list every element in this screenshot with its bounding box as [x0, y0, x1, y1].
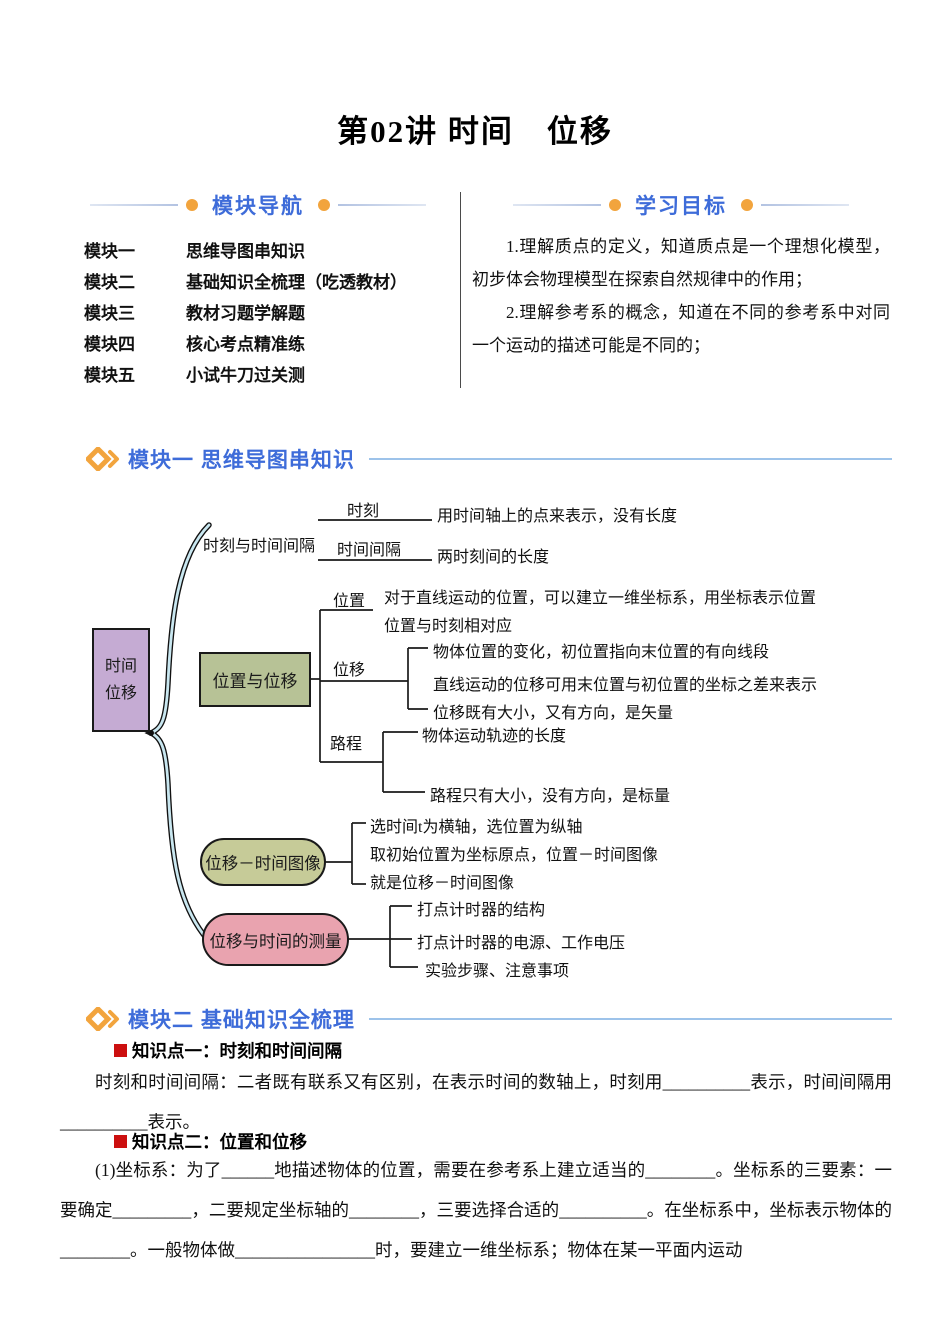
- branch1-sub2-desc: 两时刻间的长度: [437, 549, 550, 566]
- path-desc2: 路程只有大小，没有方向，是标量: [430, 788, 671, 805]
- kp-title-text: 知识点一：时刻和时间间隔: [132, 1041, 342, 1061]
- objectives-body: 1.理解质点的定义，知道质点是一个理想化模型，初步体会物理模型在探索自然规律中的…: [472, 230, 890, 362]
- panel-divider: [460, 192, 461, 388]
- knowledge-point-2-title: 知识点二：位置和位移: [114, 1129, 307, 1154]
- nav-item-title: 核心考点精准练: [186, 335, 305, 354]
- objective-1: 1.理解质点的定义，知道质点是一个理想化模型，初步体会物理模型在探索自然规律中的…: [472, 237, 890, 289]
- module-nav-title: 模块导航: [212, 195, 304, 218]
- nav-item-3: 模块三 教材习题学解题: [84, 298, 456, 329]
- knowledge-point-2-text: (1)坐标系：为了______地描述物体的位置，需要在参考系上建立适当的____…: [60, 1160, 892, 1260]
- section-header-module2: 模块二 基础知识全梳理: [86, 1004, 892, 1034]
- nav-item-title: 思维导图串知识: [186, 242, 305, 261]
- branch1-sub1-desc: 用时间轴上的点来表示，没有长度: [437, 508, 678, 525]
- node-label: 位移与时间的测量: [209, 931, 342, 951]
- objectives-header: 学习目标: [472, 190, 890, 220]
- nav-item-1: 模块一 思维导图串知识: [84, 236, 456, 267]
- position-desc1: 对于直线运动的位置，可以建立一维坐标系，用坐标表示位置: [384, 590, 817, 607]
- branch1-label: 时刻与时间间隔: [203, 538, 316, 555]
- nav-item-4: 模块四 核心考点精准练: [84, 329, 456, 360]
- page-title: 第02讲 时间 位移: [337, 114, 613, 149]
- objective-2: 2.理解参考系的概念，知道在不同的参考系中对同一个运动的描述可能是不同的；: [472, 303, 890, 355]
- graph-desc1: 选时间t为横轴，选位置为纵轴: [370, 819, 583, 836]
- path-desc1: 物体运动轨迹的长度: [422, 728, 567, 745]
- decor-line-left: [90, 204, 178, 206]
- node-position-displacement: 位置与位移: [199, 652, 311, 707]
- nav-item-num: 模块二: [84, 273, 135, 292]
- displacement-desc3: 位移既有大小，又有方向，是矢量: [433, 705, 674, 722]
- measure-desc2: 打点计时器的电源、工作电压: [417, 935, 626, 952]
- kp-title-text: 知识点二：位置和位移: [132, 1132, 307, 1152]
- measure-desc1: 打点计时器的结构: [417, 902, 546, 919]
- module-nav-panel: 模块导航 模块一 思维导图串知识 模块二 基础知识全梳理（吃透教材） 模块三 教材习题…: [60, 190, 456, 391]
- double-diamond-icon: [86, 447, 119, 471]
- section-rule: [368, 458, 892, 460]
- displacement-desc1: 物体位置的变化，初位置指向末位置的有向线段: [433, 644, 770, 661]
- position-desc2: 位置与时刻相对应: [384, 618, 513, 635]
- nav-item-num: 模块五: [84, 366, 135, 385]
- dot-icon: [741, 199, 753, 211]
- root-label-line2: 位移: [104, 685, 137, 702]
- knowledge-point-1-title: 知识点一：时刻和时间间隔: [114, 1038, 342, 1063]
- dot-icon: [609, 199, 621, 211]
- displacement-label: 位移: [333, 662, 366, 679]
- graph-desc3: 就是位移－时间图像: [370, 875, 515, 892]
- nav-item-title: 基础知识全梳理（吃透教材）: [186, 273, 407, 292]
- nav-item-2: 模块二 基础知识全梳理（吃透教材）: [84, 267, 456, 298]
- module-nav-header: 模块导航: [60, 190, 456, 220]
- branch1-sub2-label: 时间间隔: [337, 542, 402, 559]
- decor-line-right: [761, 204, 849, 206]
- decor-line-left: [513, 204, 601, 206]
- mindmap: 时间 位移 位置与位移 位移－时间图像 位移与时间的测量 时刻与时间间隔 时刻 …: [0, 480, 950, 1004]
- path-label: 路程: [330, 736, 363, 753]
- displacement-desc2: 直线运动的位移可用末位置与初位置的坐标之差来表示: [433, 677, 818, 694]
- nav-item-num: 模块三: [84, 304, 135, 323]
- measure-desc3: 实验步骤、注意事项: [425, 963, 570, 980]
- red-square-icon: [114, 1135, 127, 1148]
- nav-item-title: 教材习题学解题: [186, 304, 305, 323]
- mindmap-connectors: [144, 519, 432, 968]
- dot-icon: [318, 199, 330, 211]
- nav-item-5: 模块五 小试牛刀过关测: [84, 360, 456, 391]
- node-measurement: 位移与时间的测量: [202, 913, 349, 966]
- module-nav-list: 模块一 思维导图串知识 模块二 基础知识全梳理（吃透教材） 模块三 教材习题学解题 模…: [60, 236, 456, 391]
- knowledge-point-1-text: 时刻和时间间隔：二者既有联系又有区别，在表示时间的数轴上，时刻用________…: [60, 1072, 892, 1132]
- nav-item-num: 模块一: [84, 242, 135, 261]
- position-label: 位置: [333, 593, 366, 610]
- graph-desc2: 取初始位置为坐标原点，位置－时间图像: [370, 847, 659, 864]
- mindmap-root-node: 时间 位移: [92, 628, 150, 732]
- objectives-panel: 学习目标 1.理解质点的定义，知道质点是一个理想化模型，初步体会物理模型在探索自…: [472, 190, 890, 362]
- section-title: 模块一 思维导图串知识: [128, 449, 355, 472]
- red-square-icon: [114, 1044, 127, 1057]
- node-label: 位置与位移: [212, 672, 298, 691]
- node-displacement-time-graph: 位移－时间图像: [200, 838, 326, 886]
- double-diamond-icon: [86, 1007, 119, 1031]
- branch1-sub1-label: 时刻: [347, 503, 380, 520]
- decor-line-right: [338, 204, 426, 206]
- section-title: 模块二 基础知识全梳理: [128, 1009, 355, 1032]
- dot-icon: [186, 199, 198, 211]
- root-label-line1: 时间: [104, 658, 137, 675]
- node-label: 位移－时间图像: [205, 854, 321, 873]
- nav-item-num: 模块四: [84, 335, 135, 354]
- section-rule: [368, 1018, 892, 1020]
- objectives-title: 学习目标: [635, 195, 727, 218]
- nav-item-title: 小试牛刀过关测: [186, 366, 305, 385]
- section-header-module1: 模块一 思维导图串知识: [86, 444, 892, 474]
